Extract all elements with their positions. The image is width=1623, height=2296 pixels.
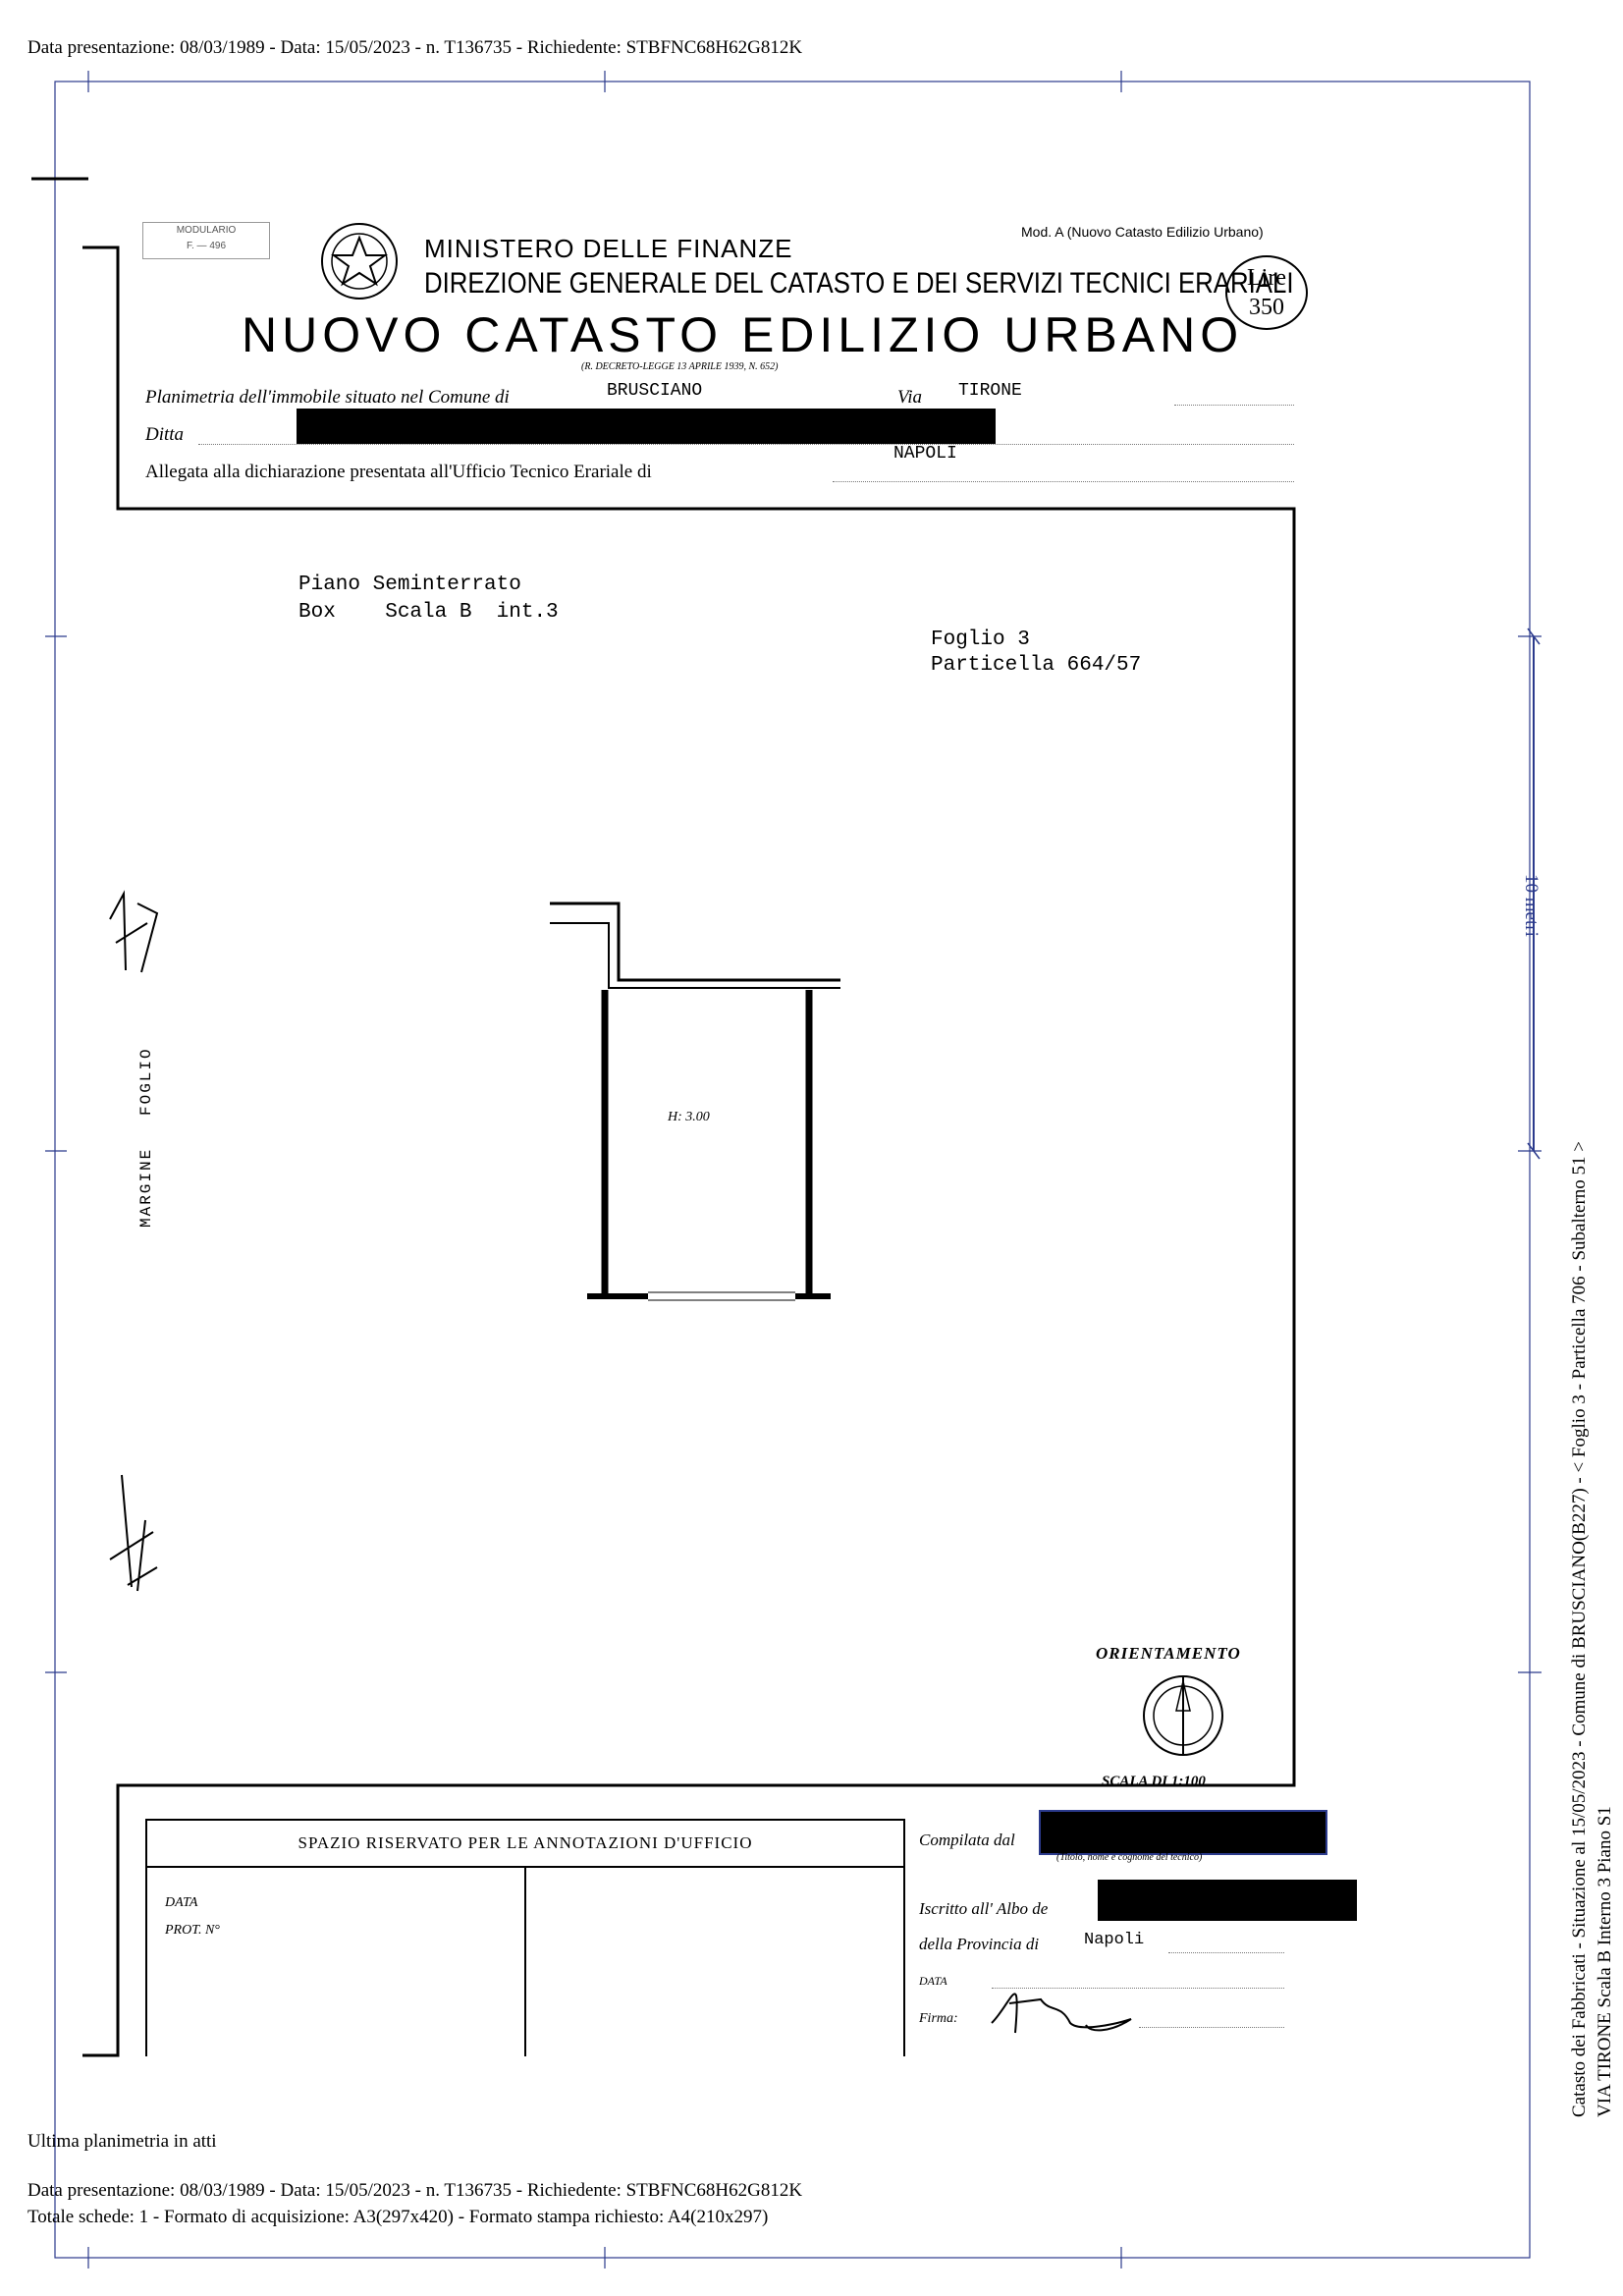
via-label: Via bbox=[897, 387, 922, 408]
ufficio-dotted-line bbox=[833, 481, 1294, 482]
iscritto-label: Iscritto all' Albo de bbox=[919, 1899, 1049, 1918]
office-box-title: SPAZIO RISERVATO PER LE ANNOTAZIONI D'UF… bbox=[147, 1821, 903, 1868]
footer-ultima: Ultima planimetria in atti bbox=[27, 2131, 217, 2152]
orientamento-label: ORIENTAMENTO bbox=[1096, 1644, 1241, 1663]
planimetria-label: Planimetria dell'immobile situato nel Co… bbox=[145, 387, 510, 408]
firma-label: Firma: bbox=[919, 2011, 958, 2026]
compilata-redaction bbox=[1039, 1810, 1327, 1855]
revenue-stamp: Lire 350 bbox=[1225, 255, 1308, 330]
ufficio-value: NAPOLI bbox=[893, 444, 957, 464]
firma-dotted-line bbox=[1139, 2027, 1284, 2028]
data-dotted-line bbox=[992, 1988, 1284, 1989]
height-annotation: H: 3.00 bbox=[668, 1110, 710, 1124]
directorate-title: DIREZIONE GENERALE DEL CATASTO E DEI SER… bbox=[424, 267, 1294, 300]
piano-label: Piano Seminterrato bbox=[298, 574, 521, 596]
footer-line-1: Data presentazione: 08/03/1989 - Data: 1… bbox=[27, 2180, 803, 2201]
box-label: Box Scala B int.3 bbox=[298, 601, 559, 624]
scale-bar-label: 10 metri bbox=[1521, 874, 1542, 937]
decree-note: (R. DECRETO-LEGGE 13 APRILE 1939, N. 652… bbox=[581, 361, 779, 372]
ditta-label: Ditta bbox=[145, 424, 185, 445]
ditta-redaction bbox=[297, 409, 996, 444]
particella-label: Particella 664/57 bbox=[931, 654, 1142, 677]
provincia-label: della Provincia di bbox=[919, 1935, 1040, 1953]
office-data-label: DATA bbox=[165, 1895, 198, 1910]
side-text-address: VIA TIRONE Scala B Interno 3 Piano S1 bbox=[1595, 1806, 1615, 2117]
provincia-value: Napoli bbox=[1084, 1931, 1145, 1949]
side-text-situazione: Catasto dei Fabbricati - Situazione al 1… bbox=[1569, 1141, 1590, 2117]
office-box-divider bbox=[524, 1868, 526, 2056]
modulario-box: MODULARIO F. — 496 bbox=[142, 222, 270, 259]
via-value: TIRONE bbox=[958, 381, 1022, 401]
tecnico-note: (Titolo, nome e cognome del tecnico) bbox=[1056, 1852, 1203, 1863]
via-dotted-line bbox=[1174, 405, 1294, 406]
office-prot-label: PROT. N° bbox=[165, 1923, 220, 1938]
mod-label: Mod. A (Nuovo Catasto Edilizio Urbano) bbox=[1021, 224, 1264, 240]
foglio-label: Foglio 3 bbox=[931, 629, 1030, 651]
compilata-label: Compilata dal bbox=[919, 1831, 1015, 1849]
office-annotation-box: SPAZIO RISERVATO PER LE ANNOTAZIONI D'UF… bbox=[145, 1819, 905, 2056]
main-title: NUOVO CATASTO EDILIZIO URBANO bbox=[242, 307, 1244, 362]
ditta-dotted-line bbox=[198, 444, 1294, 445]
comune-value: BRUSCIANO bbox=[607, 381, 703, 401]
iscritto-redaction bbox=[1098, 1880, 1357, 1921]
ministry-title: MINISTERO DELLE FINANZE bbox=[424, 234, 793, 263]
data-label: DATA bbox=[919, 1974, 947, 1988]
provincia-dotted-line bbox=[1168, 1952, 1284, 1953]
footer-line-2: Totale schede: 1 - Formato di acquisizio… bbox=[27, 2207, 769, 2227]
header-line: Data presentazione: 08/03/1989 - Data: 1… bbox=[27, 37, 803, 58]
allegata-label: Allegata alla dichiarazione presentata a… bbox=[145, 462, 652, 482]
scala-label: SCALA DI 1:100 bbox=[1102, 1774, 1206, 1789]
